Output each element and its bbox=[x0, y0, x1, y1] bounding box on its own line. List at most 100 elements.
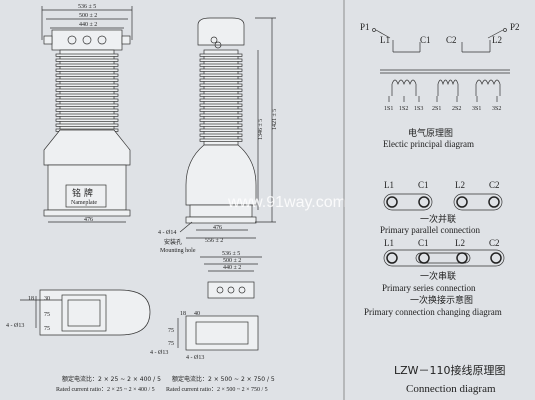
plan-view-left: 18 30 75 75 4 - Ø13 额定电流比：2 × 25 ~ 2 × 4… bbox=[6, 289, 161, 393]
changing-title-cn: 一次换接示意图 bbox=[410, 294, 473, 306]
insulator-shed bbox=[199, 83, 243, 87]
insulator-shed bbox=[55, 78, 119, 82]
side-dim-18: 18 bbox=[180, 311, 186, 317]
insulator-shed bbox=[199, 118, 243, 122]
side-dim-hole: 4 - Ø13 bbox=[186, 355, 204, 361]
insulator-shed bbox=[199, 138, 243, 142]
term-c2: C2 bbox=[446, 35, 457, 45]
plan-view-right: 536 ± 5 500 ± 2 440 ± 2 18 40 75 75 4 - … bbox=[150, 251, 275, 393]
ser-c2: C2 bbox=[489, 238, 500, 248]
electric-title-en: Electic principal diagram bbox=[383, 139, 474, 149]
insulator-shed bbox=[55, 98, 119, 102]
par-l2: L2 bbox=[455, 180, 465, 190]
insulator-shed bbox=[199, 133, 243, 137]
secondary-terminal-label: 2S1 bbox=[432, 106, 441, 112]
term-p2: P2 bbox=[510, 22, 520, 32]
insulator-shed bbox=[199, 93, 243, 97]
footer-title-cn: LZW－110接线原理图 bbox=[394, 363, 506, 377]
insulator-shed bbox=[199, 68, 243, 72]
insulator-shed bbox=[55, 58, 119, 62]
insulator-shed bbox=[199, 78, 243, 82]
nameplate-cn: 铭 牌 bbox=[72, 187, 93, 199]
dim-b-inner: 440 ± 2 bbox=[223, 265, 241, 271]
term-l2: L2 bbox=[492, 35, 502, 45]
mount-label-en: Mounting hole bbox=[160, 248, 196, 254]
insulator-shed bbox=[199, 63, 243, 67]
insulator-shed bbox=[55, 103, 119, 107]
secondary-coil bbox=[437, 79, 459, 86]
secondary-terminal-label: 1S3 bbox=[414, 106, 423, 112]
insulator-shed bbox=[199, 98, 243, 102]
insulator-shed bbox=[199, 53, 243, 57]
insulator-shed bbox=[199, 123, 243, 127]
secondary-terminal-label: 3S1 bbox=[472, 106, 481, 112]
term-p1: P1 bbox=[360, 22, 370, 32]
series-title-en: Primary series connection bbox=[382, 283, 476, 293]
insulator-shed bbox=[199, 128, 243, 132]
insulator-shed bbox=[55, 123, 119, 127]
term-l1: L1 bbox=[380, 35, 390, 45]
insulator-shed bbox=[55, 118, 119, 122]
secondary-terminal-label: 3S2 bbox=[492, 106, 501, 112]
dim-width-inner: 440 ± 2 bbox=[79, 22, 97, 28]
secondary-coil bbox=[391, 79, 417, 85]
dim-width-total: 536 ± 5 bbox=[78, 4, 96, 10]
dim-b-mid: 500 ± 2 bbox=[223, 258, 241, 264]
mount-label-cn: 安装孔 bbox=[164, 238, 182, 246]
insulator-shed bbox=[55, 108, 119, 112]
par-c1: C1 bbox=[418, 180, 429, 190]
insulator-shed bbox=[55, 113, 119, 117]
dim-base-width-left: 476 bbox=[84, 217, 93, 223]
plan-dim-75a: 75 bbox=[44, 312, 50, 318]
dim-height-total: 1421 ± 5 bbox=[272, 109, 278, 130]
insulator-shed bbox=[55, 63, 119, 67]
dim-hole: 4 - Ø14 bbox=[158, 230, 176, 236]
rated-ratio-left-en: Rated current ratio：2 × 25 ~ 2 × 400 / 5 bbox=[56, 387, 155, 393]
side-view: 1346 ± 5 1421 ± 5 476 556 ± 2 4 - Ø14 安装… bbox=[158, 17, 278, 254]
term-c1: C1 bbox=[420, 35, 431, 45]
nameplate-en: Nameplate bbox=[71, 200, 97, 206]
insulator-shed bbox=[199, 88, 243, 92]
series-connection: L1 C1 L2 C2 一次串联 Primary series connecti… bbox=[382, 238, 505, 293]
insulator-shed bbox=[199, 58, 243, 62]
secondary-terminal-label: 1S1 bbox=[384, 106, 393, 112]
rated-ratio-right-cn: 额定电流比：2 × 500 ~ 2 × 750 / 5 bbox=[172, 375, 275, 383]
secondary-coil bbox=[475, 79, 501, 85]
ser-c1: C1 bbox=[418, 238, 429, 248]
changing-title-en: Primary connection changing diagram bbox=[364, 307, 502, 317]
insulator-shed bbox=[199, 113, 243, 117]
plan-dim-75b: 75 bbox=[44, 326, 50, 332]
ser-l2: L2 bbox=[455, 238, 465, 248]
secondary-terminal-label: 2S2 bbox=[452, 106, 461, 112]
dim-b-total: 536 ± 5 bbox=[222, 251, 240, 257]
rated-ratio-left-cn: 额定电流比：2 × 25 ~ 2 × 400 / 5 bbox=[62, 375, 161, 383]
watermark: www.91way.com bbox=[227, 194, 346, 211]
side-dim-holes: 4 - Ø13 bbox=[150, 350, 168, 356]
parallel-title-cn: 一次并联 bbox=[420, 213, 456, 225]
insulator-shed bbox=[55, 88, 119, 92]
front-view: 536 ± 5 500 ± 2 440 ± 2 铭 牌 Nameplate 47… bbox=[41, 4, 133, 223]
dim-width-mid: 500 ± 2 bbox=[79, 13, 97, 19]
insulator-shed bbox=[199, 108, 243, 112]
insulator-shed bbox=[55, 68, 119, 72]
side-dim-40: 40 bbox=[194, 311, 200, 317]
plan-dim-30: 30 bbox=[44, 296, 50, 302]
rated-ratio-right-en: Rated current ratio：2 × 500 ~ 2 × 750 / … bbox=[166, 387, 268, 393]
insulator-shed bbox=[55, 83, 119, 87]
secondary-terminal-label: 1S2 bbox=[399, 106, 408, 112]
electric-title-cn: 电气原理图 bbox=[408, 127, 453, 139]
parallel-connection: L1 C1 L2 C2 一次并联 Primary parallel connec… bbox=[380, 180, 503, 235]
insulator-shed bbox=[199, 103, 243, 107]
parallel-title-en: Primary parallel connection bbox=[380, 225, 480, 235]
insulator-shed bbox=[199, 73, 243, 77]
side-dim-75a: 75 bbox=[168, 328, 174, 334]
footer-title-en: Connection diagram bbox=[406, 383, 496, 395]
ser-l1: L1 bbox=[384, 238, 394, 248]
side-dim-75b: 75 bbox=[168, 341, 174, 347]
plan-dim-18: 18 bbox=[28, 296, 34, 302]
insulator-shed bbox=[55, 53, 119, 57]
dim-height-mid: 1346 ± 5 bbox=[258, 119, 264, 140]
insulator-shed bbox=[55, 73, 119, 77]
